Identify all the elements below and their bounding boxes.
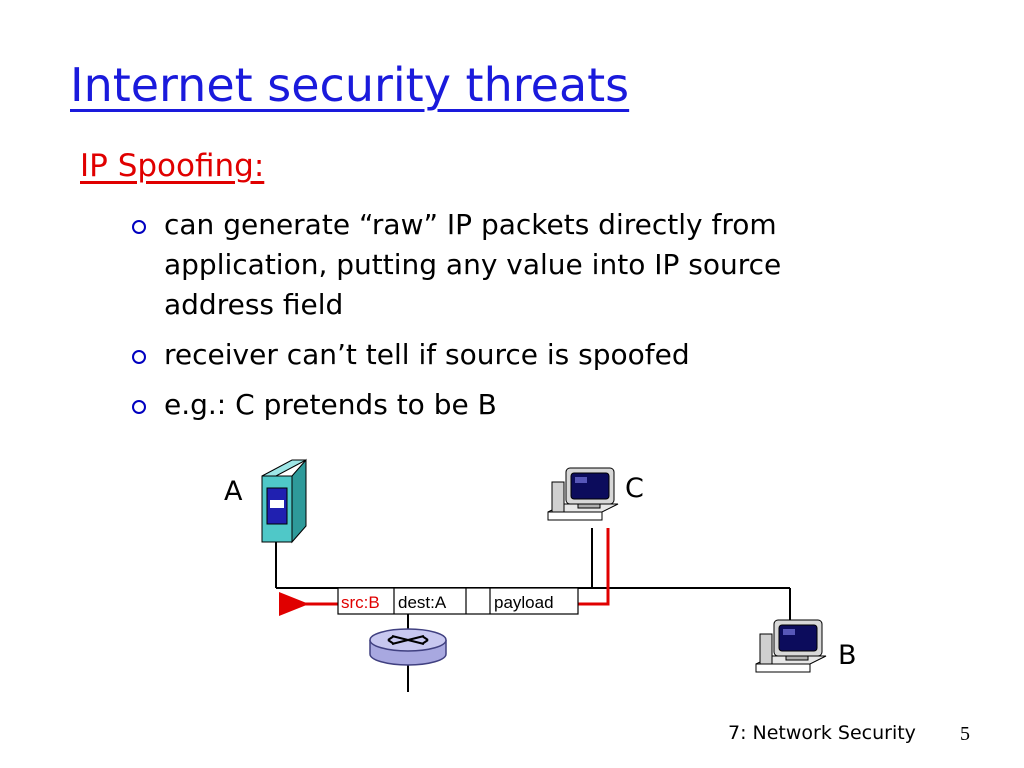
- bullet-marker-icon: [132, 400, 146, 414]
- bullet-item: can generate “raw” IP packets directly f…: [132, 205, 892, 325]
- page-number: 5: [960, 723, 970, 745]
- bullet-text: receiver can’t tell if source is spoofed: [164, 338, 690, 371]
- spoof-path: [279, 528, 610, 616]
- packet-dest-field: dest:A: [398, 593, 447, 612]
- host-a-label: A: [224, 476, 243, 507]
- footer-label: 7: Network Security: [728, 722, 916, 744]
- computer-icon: [755, 619, 827, 673]
- slide-title: Internet security threats: [70, 58, 630, 112]
- bullet-item: e.g.: C pretends to be B: [132, 385, 892, 425]
- packet-src-field: src:B: [341, 593, 380, 612]
- bullet-item: receiver can’t tell if source is spoofed: [132, 335, 892, 375]
- router-icon: [369, 628, 447, 666]
- host-c-label: C: [625, 473, 644, 504]
- host-b-label: B: [838, 640, 857, 671]
- spoof-path-from-c: [578, 528, 610, 606]
- server-icon: [261, 458, 307, 544]
- bullet-marker-icon: [132, 220, 146, 234]
- computer-icon: [547, 467, 619, 521]
- ip-packet: src:B dest:A payload: [337, 587, 579, 615]
- section-heading: IP Spoofing:: [80, 148, 265, 184]
- bullet-text: can generate “raw” IP packets directly f…: [164, 208, 782, 321]
- bullet-text: e.g.: C pretends to be B: [164, 388, 497, 421]
- bullet-marker-icon: [132, 350, 146, 364]
- packet-payload-field: payload: [494, 593, 554, 612]
- bullet-list: can generate “raw” IP packets directly f…: [132, 205, 892, 435]
